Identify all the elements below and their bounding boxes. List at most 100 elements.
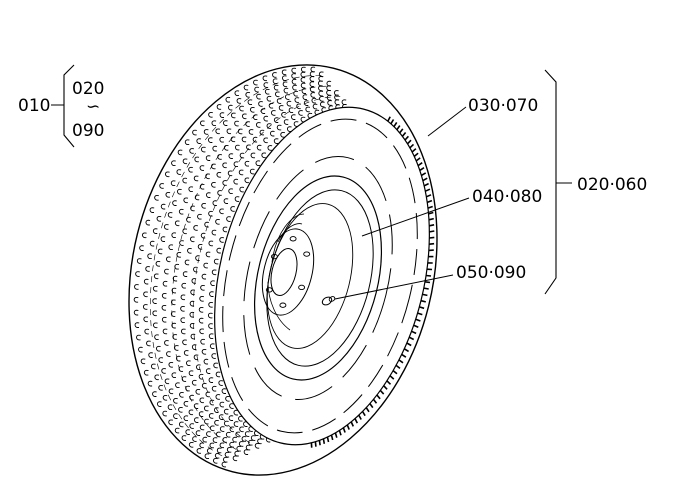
tread-lug <box>163 224 169 230</box>
tread-lug <box>219 237 225 243</box>
tread-lug <box>199 120 205 127</box>
tread-lug <box>272 72 277 78</box>
tread-lug <box>219 136 225 143</box>
tread-lug <box>241 136 247 143</box>
hub-bolt <box>303 251 311 257</box>
tread-lug <box>164 378 170 385</box>
tread-lug <box>216 104 222 110</box>
tread-lug <box>281 112 286 118</box>
serration-tooth <box>417 312 423 316</box>
tread-lug <box>281 75 287 82</box>
tread-lug <box>193 417 199 423</box>
tread-lug <box>200 338 206 345</box>
serration-tooth <box>399 128 404 134</box>
tread-lug <box>189 148 195 154</box>
tread-lug <box>235 431 241 438</box>
tread-lug <box>202 436 208 443</box>
tread-lug <box>228 188 234 195</box>
serration-tooth <box>413 152 419 158</box>
tread-lug <box>212 437 218 443</box>
tread-lug <box>213 362 219 369</box>
tread-lug <box>341 99 347 106</box>
serration-tooth <box>387 116 391 122</box>
tread-lug <box>276 124 282 131</box>
serration-tooth <box>369 403 374 409</box>
tread-lug <box>318 85 323 92</box>
tread-lug <box>230 112 236 119</box>
tread-lug <box>311 97 317 104</box>
tread-lug <box>166 351 171 357</box>
tread-lug <box>158 357 164 363</box>
serration-tooth <box>428 217 434 221</box>
tread-lug <box>270 110 276 116</box>
serration-tooth <box>403 348 410 353</box>
tread-lug <box>291 67 297 74</box>
tread-lug <box>162 410 168 417</box>
tread-lug <box>199 296 205 302</box>
tread-lug <box>219 426 225 432</box>
tread-lug <box>222 456 228 463</box>
tread-lug <box>234 196 240 202</box>
tread-lug <box>215 128 221 135</box>
tread-lug <box>165 192 171 198</box>
tread-lug <box>259 129 265 136</box>
tread-lug <box>244 160 250 167</box>
tread-lug <box>225 96 231 103</box>
tread-lug <box>152 322 158 329</box>
wheel-illustration <box>128 64 438 476</box>
tread-lug <box>209 343 215 350</box>
serration-tooth <box>395 364 401 370</box>
tread-lug <box>176 188 182 195</box>
tread-lug <box>230 136 236 143</box>
callout-group: 020·060 <box>577 175 647 195</box>
tread-lug <box>293 90 299 97</box>
tread-lug <box>168 244 174 251</box>
tread-lug <box>208 377 214 383</box>
tread-lug <box>191 278 197 284</box>
tread-lug <box>267 145 273 151</box>
valve-stem <box>321 296 333 306</box>
tread-lug <box>312 103 318 110</box>
serration-tooth <box>318 440 321 446</box>
tread-lug <box>154 334 159 341</box>
tread-lug <box>193 354 199 361</box>
tread-lug <box>244 431 250 437</box>
tread-lug <box>243 421 248 427</box>
tread-lug <box>232 455 238 462</box>
tread-lug <box>206 431 211 437</box>
tread-lug <box>143 291 148 298</box>
tread-lug <box>317 80 323 87</box>
serration-tooth <box>426 274 432 277</box>
tread-lug <box>282 81 288 88</box>
tread-lug <box>233 161 239 168</box>
tread-lug <box>182 271 188 277</box>
tread-lug <box>326 90 331 96</box>
tread-lug <box>215 371 221 378</box>
tread-lug <box>196 448 202 454</box>
tread-lug <box>199 442 205 449</box>
serration-tooth <box>326 436 330 443</box>
tread-lug <box>199 183 205 190</box>
tread-lug <box>247 99 253 106</box>
tread-lug <box>192 129 197 136</box>
tread-lug <box>189 323 195 329</box>
tread-lug <box>209 425 215 432</box>
tread-lug <box>274 91 280 98</box>
tread-lug <box>223 420 229 427</box>
tread-lug <box>181 435 187 441</box>
serration-tooth <box>417 162 423 167</box>
tread-lug <box>199 397 205 404</box>
tread-lug <box>198 307 204 313</box>
tread-lug <box>199 424 205 431</box>
tread-lug <box>212 145 218 152</box>
tread-lug <box>215 219 220 225</box>
serration-tooth <box>392 369 398 375</box>
tread-lug <box>213 258 219 265</box>
tread-lug <box>171 287 177 294</box>
tread-lug <box>172 334 178 340</box>
tread-groove <box>192 96 341 443</box>
tread-lug <box>193 266 198 273</box>
tread-lug <box>193 225 199 231</box>
tread-lug <box>160 203 166 210</box>
tread-lug <box>241 113 247 120</box>
